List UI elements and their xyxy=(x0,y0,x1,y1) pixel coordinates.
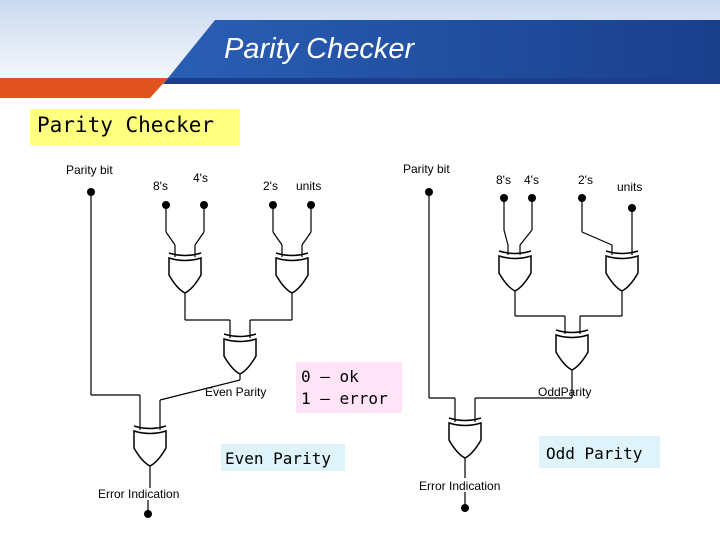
left-units-label: units xyxy=(296,179,321,193)
right-input-dots xyxy=(425,188,636,512)
input-terminal-dot xyxy=(200,201,208,209)
input-terminal-dot xyxy=(162,201,170,209)
right-error-indication-label: Error Indication xyxy=(419,479,500,493)
xor-gate-icon xyxy=(168,252,202,294)
input-terminal-dot xyxy=(307,201,315,209)
right-odd-parity-label: OddParity xyxy=(538,385,591,399)
ok-error-callout: 0 – ok 1 – error xyxy=(296,362,402,413)
slide-header: Parity Checker xyxy=(0,0,720,100)
header-title: Parity Checker xyxy=(224,33,415,65)
ok-text: 0 – ok xyxy=(301,367,359,386)
error-text: 1 – error xyxy=(301,389,388,408)
right-parity-bit-label: Parity bit xyxy=(403,162,450,176)
input-terminal-dot xyxy=(578,194,586,202)
input-terminal-dot xyxy=(269,201,277,209)
left-even-parity-label: Even Parity xyxy=(205,385,266,399)
output-terminal-dot xyxy=(144,510,152,518)
input-terminal-dot xyxy=(628,204,636,212)
xor-gate-icon xyxy=(275,252,309,294)
xor-gate-icon xyxy=(555,329,589,371)
right-odd-parity-circuit xyxy=(428,192,633,508)
output-terminal-dot xyxy=(461,504,469,512)
slide-title-box: Parity Checker xyxy=(30,109,240,145)
xor-gate-icon xyxy=(498,250,532,292)
left-xor-gates xyxy=(133,252,309,467)
input-terminal-dot xyxy=(425,188,433,196)
xor-gate-icon xyxy=(448,417,482,459)
right-fours-label: 4's xyxy=(524,173,539,187)
right-units-label: units xyxy=(617,180,642,194)
right-twos-label: 2's xyxy=(578,173,593,187)
right-eights-label: 8's xyxy=(496,173,511,187)
input-terminal-dot xyxy=(87,188,95,196)
even-parity-callout: Even Parity xyxy=(221,444,345,471)
left-fours-label: 4's xyxy=(193,171,208,185)
left-eights-label: 8's xyxy=(153,179,168,193)
xor-gate-icon xyxy=(605,250,639,292)
xor-gate-icon xyxy=(133,425,167,467)
left-error-indication-label: Error Indication xyxy=(98,487,179,501)
input-terminal-dot xyxy=(500,194,508,202)
input-terminal-dot xyxy=(528,194,536,202)
left-input-dots xyxy=(87,188,315,518)
left-twos-label: 2's xyxy=(263,179,278,193)
xor-gate-icon xyxy=(223,333,257,375)
odd-parity-callout: Odd Parity xyxy=(539,436,660,468)
right-xor-gates xyxy=(448,250,639,459)
left-parity-bit-label: Parity bit xyxy=(66,163,113,177)
header-background xyxy=(0,0,720,98)
